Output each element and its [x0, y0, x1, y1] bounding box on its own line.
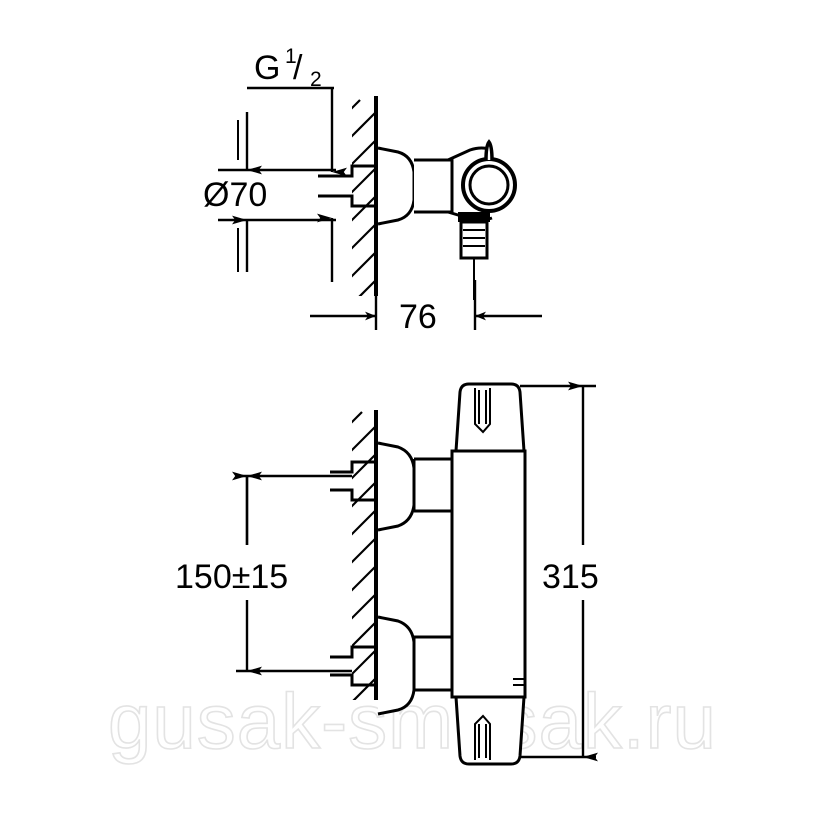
lower-connector-neck	[412, 635, 452, 692]
fraction-slash-icon: /	[293, 49, 303, 87]
ring-holder-top	[461, 139, 517, 213]
valve-body-top	[414, 158, 454, 214]
dimension-label-depth-76: 76	[399, 298, 437, 336]
dimension-thread-g12: G 1 / 2	[247, 45, 347, 282]
lower-handle-grip-detail	[474, 714, 491, 760]
upper-connector-neck	[412, 457, 452, 513]
dimension-label-diameter-70: Ø70	[203, 176, 267, 214]
dimension-center-distance-150: 150±15	[175, 471, 352, 676]
threaded-connector-top	[458, 212, 490, 300]
upper-escutcheon	[377, 441, 416, 532]
wall-top	[352, 96, 378, 296]
top-side-view: Ø70 G 1 / 2 76	[203, 45, 542, 336]
bottom-side-view: 150±15 315	[175, 381, 599, 766]
dimension-label-center-distance: 150±15	[175, 558, 288, 596]
dimension-depth-76: 76	[310, 280, 542, 336]
wall-hatching-top	[352, 99, 378, 296]
dimension-overall-height-315: 315	[520, 381, 599, 762]
body-tick-marks	[513, 678, 525, 686]
lower-escutcheon	[377, 615, 416, 716]
lower-inlet-nipple	[330, 645, 378, 687]
inlet-nipple-top	[318, 164, 378, 208]
dimension-label-thread-numerator: 1	[285, 45, 297, 68]
escutcheon-top	[377, 146, 416, 226]
upper-inlet-nipple	[330, 460, 378, 502]
dimension-diameter-70: Ø70	[203, 112, 336, 272]
dimension-label-thread-denominator: 2	[310, 68, 322, 91]
upper-handle-grip-detail	[474, 388, 491, 434]
dimension-label-overall-height: 315	[542, 558, 599, 596]
lower-handle	[454, 695, 526, 766]
upper-handle	[454, 382, 526, 453]
wall-hatching-bottom	[352, 411, 378, 700]
dimension-label-thread-g: G	[254, 49, 280, 87]
mixer-body	[450, 449, 527, 699]
